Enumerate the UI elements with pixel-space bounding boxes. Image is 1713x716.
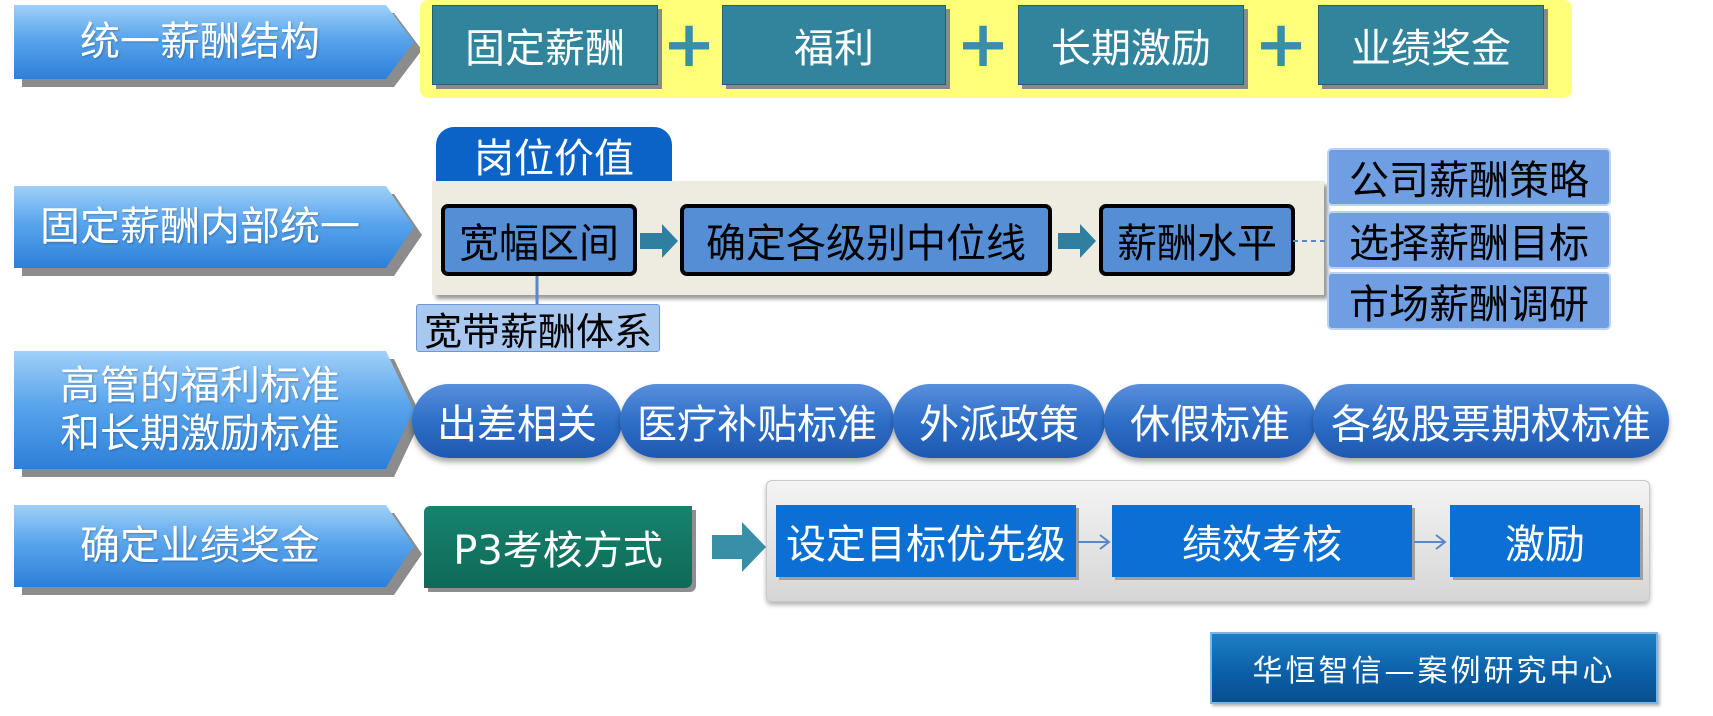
header-fixed-pay-unification: 固定薪酬内部统一 [14, 186, 422, 276]
component-long-term-incentive: 长期激励 [1018, 5, 1244, 85]
component-performance-bonus: 业绩奖金 [1318, 5, 1544, 85]
arrow-right-icon [712, 522, 766, 572]
step-incentive: 激励 [1450, 505, 1640, 577]
header-fixed-pay-unification-label: 固定薪酬内部统一 [40, 204, 360, 250]
benefit-stock-options: 各级股票期权标准 [1313, 384, 1669, 458]
p3-assessment-method: P3考核方式 [424, 506, 692, 588]
plus-icon: + [662, 8, 716, 82]
header-performance-bonus-label: 确定业绩奖金 [80, 523, 320, 569]
arrow-right-icon [1414, 534, 1447, 550]
benefit-medical-subsidy: 医疗补贴标准 [620, 384, 894, 458]
arrow-right-icon [640, 224, 678, 258]
step-performance-review: 绩效考核 [1112, 505, 1412, 577]
step-pay-level: 薪酬水平 [1099, 204, 1295, 276]
benefit-expat-policy: 外派政策 [893, 384, 1105, 458]
step-grade-midpoints: 确定各级别中位线 [680, 204, 1052, 276]
header-performance-bonus: 确定业绩奖金 [14, 505, 422, 595]
component-fixed-pay: 固定薪酬 [432, 5, 658, 85]
plus-icon: + [956, 8, 1010, 82]
arrow-right-icon [1058, 224, 1096, 258]
side-company-pay-strategy: 公司薪酬策略 [1327, 148, 1611, 206]
step-set-goal-priority: 设定目标优先级 [776, 505, 1076, 577]
broadband-system-label: 宽带薪酬体系 [416, 304, 660, 354]
brand-label: 华恒智信—案例研究中心 [1210, 632, 1658, 704]
connector-line [535, 276, 539, 306]
header-unified-structure-label: 统一薪酬结构 [80, 19, 320, 65]
benefit-travel: 出差相关 [412, 384, 622, 458]
step-broad-band: 宽幅区间 [441, 204, 637, 276]
plus-icon: + [1254, 8, 1308, 82]
header-exec-benefits: 高管的福利标准 和长期激励标准 [14, 351, 422, 477]
side-select-pay-target: 选择薪酬目标 [1327, 211, 1611, 269]
benefit-leave: 休假标准 [1104, 384, 1316, 458]
side-market-pay-survey: 市场薪酬调研 [1327, 272, 1611, 330]
arrow-right-icon [1078, 534, 1111, 550]
position-value-tab: 岗位价值 [436, 127, 672, 183]
header-unified-structure: 统一薪酬结构 [14, 5, 422, 87]
component-benefits: 福利 [722, 5, 946, 85]
header-exec-benefits-label: 高管的福利标准 和长期激励标准 [60, 363, 340, 457]
